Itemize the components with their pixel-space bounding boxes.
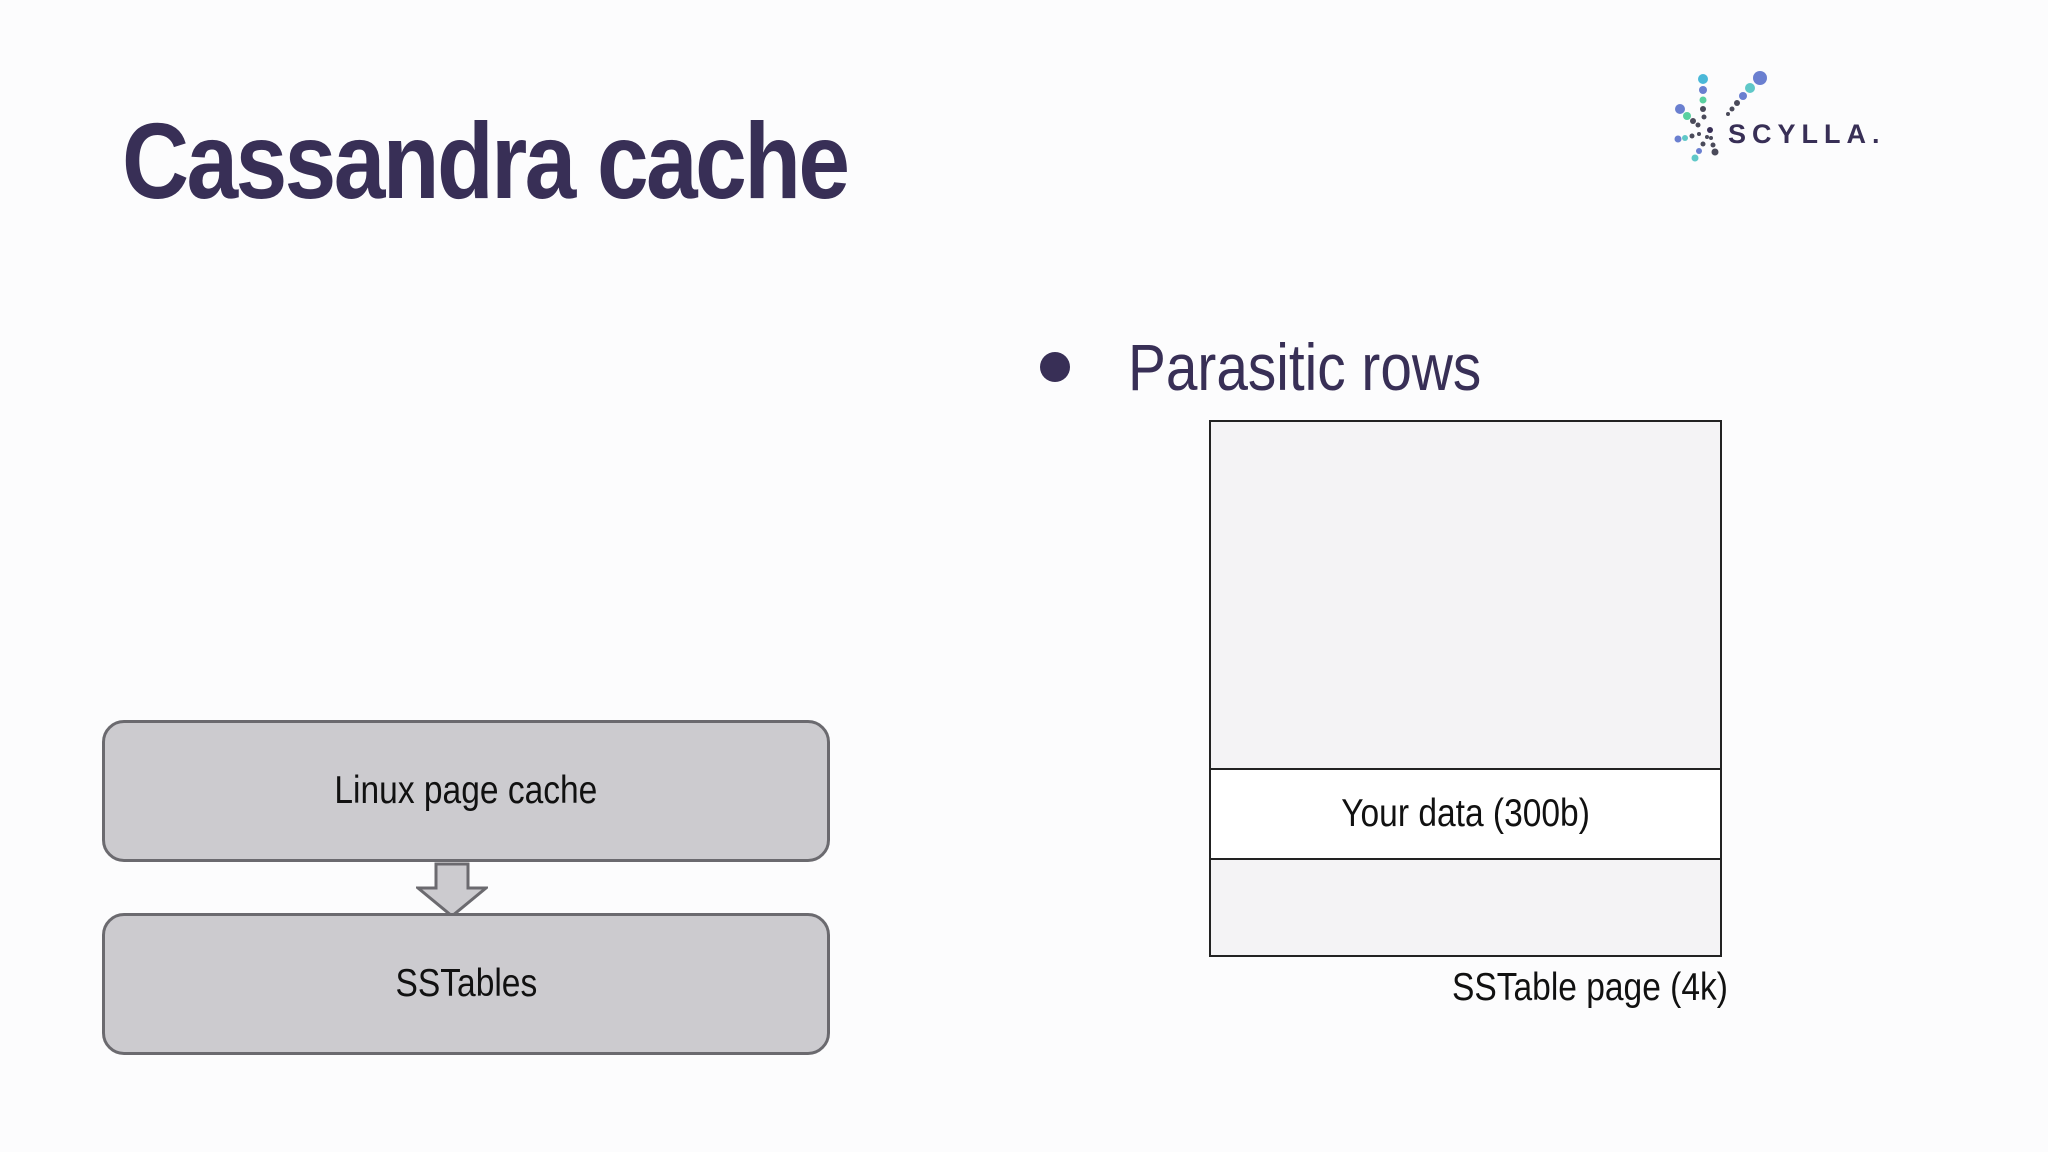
linux-page-cache-box: Linux page cache — [102, 720, 830, 862]
page-upper-segment — [1211, 422, 1720, 770]
page-lower-segment — [1211, 860, 1720, 955]
sstables-box: SSTables — [102, 913, 830, 1055]
sstables-label: SSTables — [395, 962, 537, 1005]
your-data-label: Your data (300b) — [1341, 792, 1590, 835]
down-arrow-icon — [416, 862, 488, 918]
bullet-dot-icon — [1040, 352, 1070, 382]
your-data-segment: Your data (300b) — [1211, 770, 1720, 860]
logo-text: SCYLLA. — [1728, 119, 1880, 149]
sstable-page-diagram: Your data (300b) — [1209, 420, 1722, 957]
bullet-text: Parasitic rows — [1128, 330, 1482, 404]
scylla-logo: SCYLLA. — [1674, 71, 1880, 162]
linux-page-cache-label: Linux page cache — [334, 769, 598, 812]
slide-title: Cassandra cache — [122, 100, 850, 221]
bullet-item: Parasitic rows — [1040, 322, 1539, 412]
sstable-page-caption: SSTable page (4k) — [1452, 966, 1728, 1009]
logo-dots-icon — [1674, 71, 1767, 162]
